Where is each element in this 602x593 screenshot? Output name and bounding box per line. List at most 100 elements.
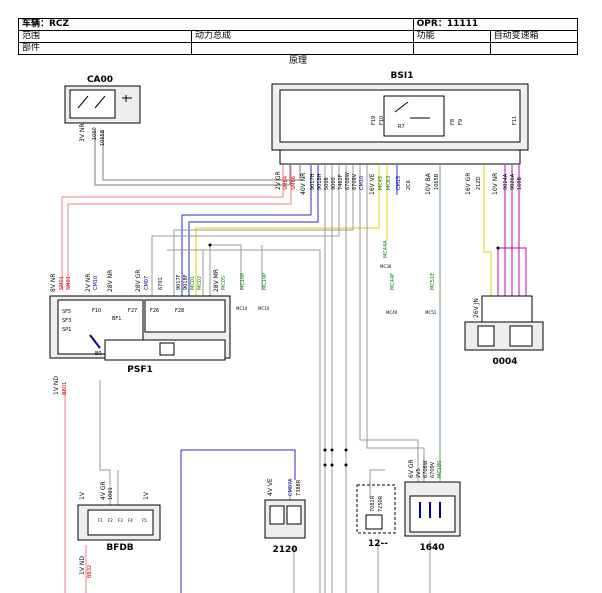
ca00-connector: 3V NR [79,124,86,143]
psf1-label-8: F26 [150,308,159,314]
bfdb-label: BFDB [106,543,133,553]
bfdb-fuse-1: F1 [98,518,103,523]
bsi1-wire-7: 7462F [338,174,344,190]
wire-pink-1 [61,165,284,290]
12-wire-1: 7082R [370,495,376,512]
psf1-wire-11: MC10P [240,273,246,290]
wire-blue-1 [181,165,312,296]
ground-mc40: MC40 [386,310,398,315]
1640-label: 1640 [419,543,444,553]
wire-grey-3 [151,165,340,296]
junction-dots [208,243,500,467]
psf1-wire-4: CM07 [144,276,150,290]
wire-magenta-4 [498,247,527,296]
psf1-conn-4: 28V GR [135,270,142,292]
bfdb-fuse-5: F5 [142,518,147,523]
wire-grey-6 [359,165,419,482]
ca00-pin-2: 1065B [100,129,106,146]
component-1640: 1640 6V GR 2V5 6708W 6709V MC180 [404,459,461,553]
bsi1-fuse-5: F11 [512,116,518,125]
psf1-label-4: BF1 [112,316,122,322]
bsi1-fuse-1: F19 [371,116,377,125]
psf1-wire-12: MC10P [262,273,268,290]
bfdb-conn-4: 1V ND [79,556,86,575]
ground-points: MC10 MC10 MC30 MC40 MC51 MC44A MC44F MC5… [236,240,437,315]
bsi1-fuse-2: F10 [379,116,385,125]
wire-grey-psf1-bfdb [99,380,111,505]
bsi1-conn-2: 40V NR [300,173,307,195]
parts-label: 部件 [18,42,192,55]
component-bsi1: BSI1 R7 F19 F10 F8 F9 F11 2V GR 40V NR 1… [271,71,529,195]
bsi1-conn-5: 16V GR [465,173,472,195]
component-psf1: SF5 SF3 SP1 BF1 B0 F10 F27 F26 F28 PSF1 … [49,269,268,395]
psf1-label-3: SP1 [62,327,71,333]
psf1-conn-5: 28V MR [213,269,220,292]
bsi1-wire-8: 6708W [345,172,351,190]
bfdb-fuse-4: F4 [128,518,133,523]
12-label: 12-- [368,539,388,549]
psf1-label-6: F10 [92,308,101,314]
1640-connector: 6V GR [408,459,415,478]
psf1-label: PSF1 [127,365,153,375]
bsi1-wire-15: 1065B [434,173,440,190]
bsi1-wire-17: 9024A [503,173,509,190]
wire-pink-2 [67,165,292,290]
1640-wire-4: MC180 [437,461,443,478]
bsi1-wire-13: CM15 [396,176,402,190]
bfdb-conn-3: 1V [143,491,150,500]
component-ca00: CA00 3V NR 1060 1065B [64,75,141,146]
psf1-label-2: SF3 [62,318,71,324]
psf1-conn-1: 8V NR [50,274,57,293]
2120-wire-1: CM07A [288,478,294,496]
bsi1-wire-4: 9018H [317,173,323,190]
bsi1-conn-1: 2V GR [275,171,282,190]
bfdb-conn-2: 4V GR [100,481,107,500]
component-0004: 0004 26V JN [464,295,544,367]
psf1-wire-6: 9017F [176,274,182,290]
ca00-label: CA00 [87,75,113,85]
2120-wire-2: 7388R [296,479,302,496]
bsi1-wire-14: 2C6 [406,180,412,190]
bsi1-wire-1: SMB4 [283,176,289,190]
wire-yellow-1 [195,165,380,296]
bsi1-wire-19: 160B [517,176,523,190]
0004-connector: 26V JN [473,298,480,318]
2120-label: 2120 [272,545,297,555]
psf1-label-5: B0 [95,351,102,357]
1640-wire-3: 6709V [430,461,436,478]
bsi1-label: BSI1 [391,71,414,81]
wire-grey-10 [210,244,242,290]
2120-connector: 4V VE [267,478,274,496]
ground-wire-mc44f: MC44F [390,273,396,290]
bsi1-wire-5: 5008 [324,177,330,190]
bsi1-fuse-3: F8 [450,119,456,125]
ground-wire-mc51e: MC51E [430,273,436,290]
bsi1-wire-3: 9017H [310,173,316,190]
bsi1-wire-6: 9000 [331,177,337,190]
bfdb-wire-2: BB32 [87,565,93,578]
bsi1-conn-6: 10V NR [492,173,499,195]
bfdb-fuse-3: F3 [118,518,123,523]
ground-mc51: MC51 [425,310,437,315]
psf1-conn-2: 2V NR [85,274,92,293]
bsi1-wire-18: 9026A [510,173,516,190]
wire-grey-5 [173,165,354,296]
component-bfdb: BFDB 1V 4V GR 1V 1V ND 1061 BB32 F1 F2 F… [77,481,161,578]
bsi1-conn-3: 16V VE [369,173,376,195]
wire-grey-8 [167,249,321,593]
wire-ca00-1 [94,130,291,186]
component-2120: 2120 4V VE CM07A 7388R [264,478,306,555]
psf1-wire-8: MC01 [190,276,196,290]
bsi1-wire-12: MC63 [386,176,392,190]
bsi1-wire-11: MC45 [378,176,384,190]
bsi1-wire-2: SMB6 [291,176,297,190]
wire-blue-2120 [181,449,296,480]
header-table: 车辆：RCZ OPR：11111 范围 动力总成 功能 自动变速箱 部件 [18,18,579,55]
psf1-conn-3: 28V NR [107,270,114,292]
psf1-label-7: F27 [128,308,137,314]
bsi1-conn-4: 10V BA [425,172,432,195]
diagram-title: 原理 [289,55,307,66]
psf1-wire-13: BB01 [62,382,68,395]
ground-mc30: MC30 [380,264,392,269]
bsi1-wire-16: 21ZD [476,176,482,190]
